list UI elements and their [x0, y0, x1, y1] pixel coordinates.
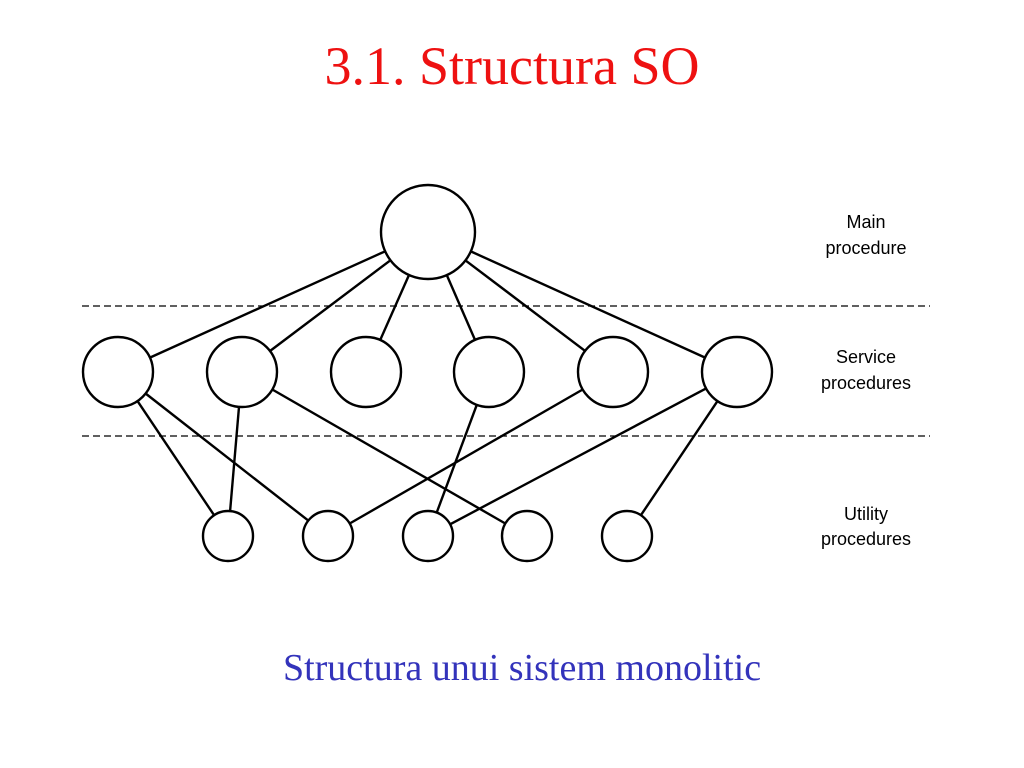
level-label-service-line-2: procedures: [821, 373, 911, 393]
edge-service-2-to-utility-4: [271, 388, 506, 525]
edge-main-to-service-3: [379, 274, 411, 341]
edge-main-to-service-6: [470, 250, 706, 359]
edge-service-1-to-utility-2: [144, 392, 310, 522]
edge-main-to-service-4: [445, 274, 477, 341]
utility-procedure-node-4: [500, 509, 554, 563]
service-procedure-node-4: [452, 335, 526, 409]
level-label-utility-line-1: Utility: [844, 504, 888, 524]
level-label-utility-line-2: procedures: [821, 529, 911, 549]
slide-title: 3.1. Structura SO: [324, 36, 700, 96]
edge-service-6-to-utility-5: [639, 400, 719, 516]
utility-procedure-node-1: [201, 509, 255, 563]
edge-service-6-to-utility-3: [449, 387, 707, 526]
edge-main-to-service-1: [149, 250, 386, 359]
diagram-nodes: [81, 183, 774, 563]
level-label-main-line-2: procedure: [825, 238, 906, 258]
level-label-service-line-1: Service: [836, 347, 896, 367]
edge-service-2-to-utility-1: [228, 406, 241, 512]
service-procedure-node-6: [700, 335, 774, 409]
utility-procedure-node-5: [600, 509, 654, 563]
service-procedure-node-1: [81, 335, 155, 409]
service-procedure-node-5: [576, 335, 650, 409]
service-procedure-node-3: [329, 335, 403, 409]
edge-service-4-to-utility-3: [435, 404, 478, 514]
edge-service-1-to-utility-1: [136, 400, 216, 516]
edge-service-5-to-utility-2: [349, 388, 584, 525]
diagram-caption: Structura unui sistem monolitic: [282, 647, 762, 689]
main-procedure-node-1: [379, 183, 477, 281]
level-label-main-line-1: Main: [846, 212, 885, 232]
utility-procedure-node-3: [401, 509, 455, 563]
service-procedure-node-2: [205, 335, 279, 409]
utility-procedure-node-2: [301, 509, 355, 563]
